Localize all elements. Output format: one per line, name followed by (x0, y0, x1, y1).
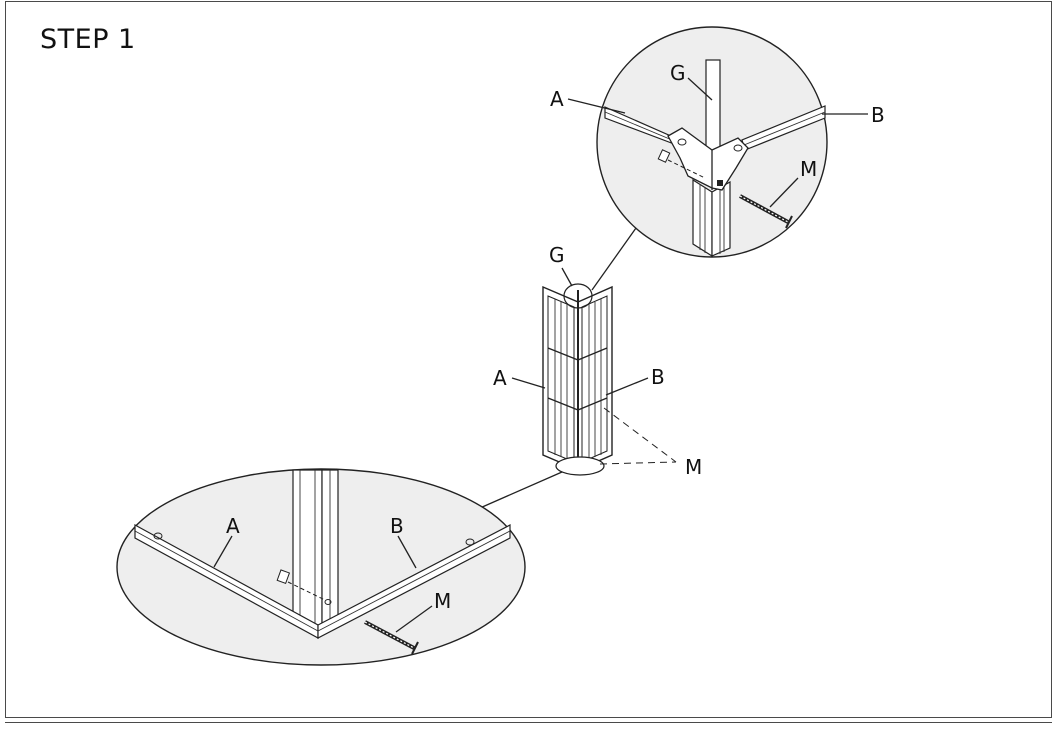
post-label-m: M (685, 455, 702, 479)
top-detail-zoom (567, 26, 868, 258)
top-label-a: A (550, 87, 564, 111)
step-title: STEP 1 (40, 24, 136, 55)
bottom-label-a: A (226, 514, 240, 538)
bottom-label-m: M (434, 589, 451, 613)
post-assembly (511, 267, 677, 476)
page-frame (5, 1, 1052, 718)
bottom-rule (5, 722, 1052, 723)
post-label-g: G (549, 243, 565, 267)
top-label-b: B (871, 103, 885, 127)
bottom-label-b: B (390, 514, 404, 538)
top-zoom-connector (591, 227, 637, 291)
bottom-zoom-connector (479, 471, 563, 509)
post-label-b: B (651, 365, 665, 389)
top-label-m: M (800, 157, 817, 181)
bottom-detail-zoom (116, 468, 526, 666)
top-label-g: G (670, 61, 686, 85)
post-label-a: A (493, 366, 507, 390)
